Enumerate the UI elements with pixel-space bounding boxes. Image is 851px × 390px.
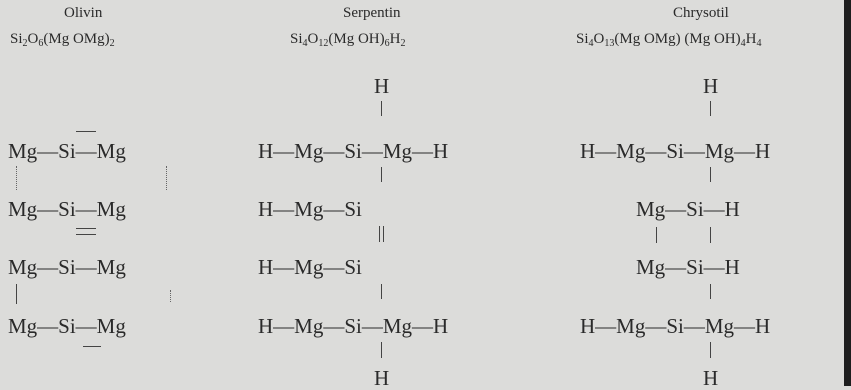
chrysotil-formula: Si4O13(Mg OMg) (Mg OH)4H4 [576,31,762,49]
serpentin-bond-1 [381,167,382,182]
olivin-underbar [83,346,101,347]
olivin-row-1: Mg—Si—Mg [8,139,126,163]
serpentin-bond-3 [381,284,382,299]
serpentin-row-1: H—Mg—Si—Mg—H [258,139,449,163]
olivin-name: Olivin [64,5,103,21]
chrysotil-bond-top [710,101,711,116]
chrysotil-bond-1 [710,167,711,182]
serpentin-top-h: H [374,74,390,98]
chrysotil-bond-3 [710,284,711,299]
page-edge [844,0,851,386]
serpentin-bond-top [381,101,382,116]
olivin-row-3: Mg—Si—Mg [8,255,126,279]
chrysotil-name: Chrysotil [673,5,729,21]
serpentin-row-2: H—Mg—Si [258,197,362,221]
olivin-overbar-2 [76,228,96,229]
chrysotil-row-3: Mg—Si—H [636,255,740,279]
serpentin-name: Serpentin [343,5,401,21]
chrysotil-top-h: H [703,74,719,98]
serpentin-bottom-h: H [374,366,390,390]
serpentin-bond-bottom [381,342,382,358]
serpentin-double-bond-b [383,226,384,242]
olivin-row-4: Mg—Si—Mg [8,314,126,338]
chrysotil-row-2: Mg—Si—H [636,197,740,221]
olivin-bond-right-1 [166,166,167,190]
olivin-bond-left-1 [16,166,17,190]
olivin-overbar-1 [76,131,96,132]
chrysotil-bottom-h: H [703,366,719,390]
chrysotil-bond-2-right [710,227,711,243]
olivin-bond-right-2 [170,290,171,302]
serpentin-formula: Si4O12(Mg OH)6H2 [290,31,406,49]
serpentin-row-3: H—Mg—Si [258,255,362,279]
chrysotil-row-1: H—Mg—Si—Mg—H [580,139,771,163]
olivin-bond-left-2 [16,284,17,304]
olivin-overbar-3 [76,234,96,235]
olivin-row-2: Mg—Si—Mg [8,197,126,221]
chrysotil-row-4: H—Mg—Si—Mg—H [580,314,771,338]
olivin-formula: Si2O6(Mg OMg)2 [10,31,115,49]
serpentin-row-4: H—Mg—Si—Mg—H [258,314,449,338]
chrysotil-bond-2-left [656,227,657,243]
chrysotil-bond-bottom [710,342,711,358]
serpentin-double-bond-a [379,226,380,242]
